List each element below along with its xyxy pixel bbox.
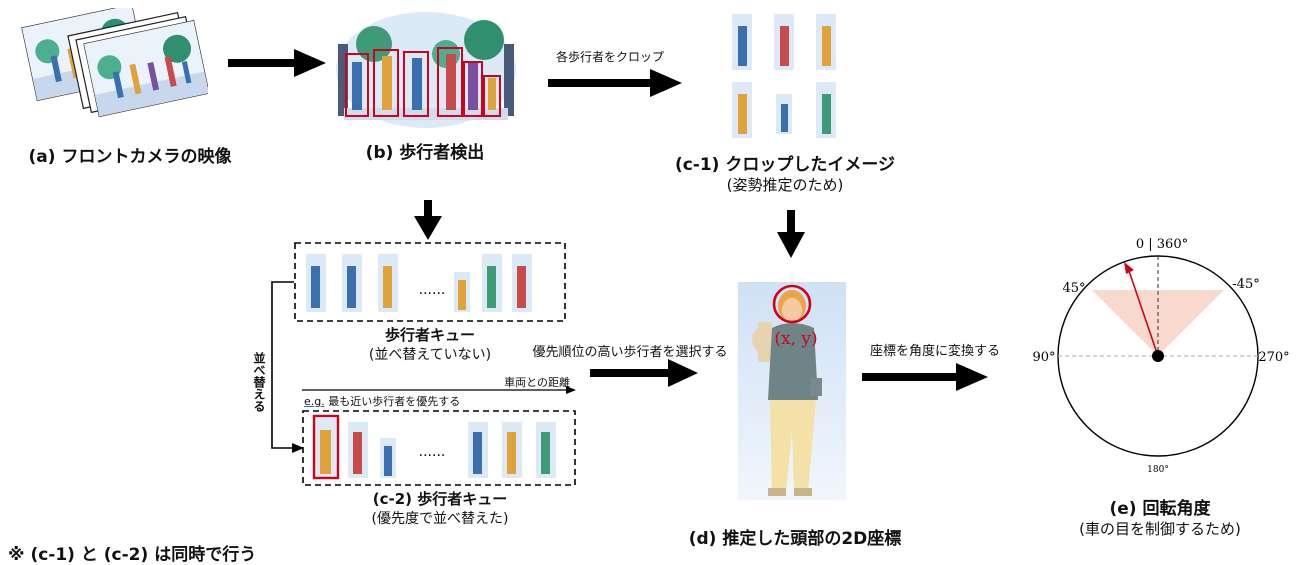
sort-label: 並べ替える	[252, 352, 266, 412]
caption-b: (b) 歩行者検出	[365, 143, 485, 163]
example-prefix: e.g.	[304, 395, 325, 408]
arrow-d-to-e	[862, 363, 988, 391]
distance-label: 車両との距離	[504, 376, 570, 389]
dial-center	[1152, 350, 1164, 362]
pedestrian-figures	[352, 54, 496, 110]
queue1-sub: (並べ替えていない)	[368, 347, 492, 363]
caption-e-title: (e) 回転角度	[1109, 499, 1211, 519]
queue2-sub: (優先度で並べ替えた)	[371, 511, 509, 527]
arrow-a-to-b	[228, 49, 326, 77]
queue-unsorted: ......	[294, 242, 566, 322]
queue2-ellipsis: ......	[419, 444, 446, 460]
caption-c1-title: (c-1) クロップしたイメージ	[674, 155, 896, 175]
head-circle	[772, 284, 812, 324]
footnote: ※ (c-1) と (c-2) は同時で行う	[8, 545, 257, 565]
head-coordinate: (x, y)	[774, 329, 817, 349]
example-rest: 最も近い歩行者を優先する	[324, 395, 461, 408]
detection-boxes	[345, 47, 501, 117]
caption-a: (a) フロントカメラの映像	[28, 147, 232, 167]
select-label: 優先順位の高い歩行者を選択する	[532, 345, 728, 360]
cropped-images	[732, 14, 836, 138]
detection-scene	[336, 12, 516, 128]
dial-90-label: 90°	[1032, 350, 1055, 365]
head-pose-image: (x, y)	[738, 282, 846, 500]
dial-180-label: 180°	[1147, 465, 1169, 475]
distance-arrow	[302, 386, 576, 394]
camera-frames	[21, 8, 208, 118]
queue-sorted: ......	[302, 410, 576, 486]
queue1-ellipsis: ......	[419, 282, 446, 298]
rotation-dial: 0 | 360° 45° -45° 90° 270° 180°	[1032, 237, 1289, 475]
queue2-title: (c-2) 歩行者キュー	[372, 490, 508, 508]
caption-e-sub: (車の目を制御するため)	[1079, 520, 1241, 538]
dial-45-label: 45°	[1062, 281, 1085, 296]
caption-d: (d) 推定した頭部の2D座標	[688, 529, 902, 549]
dial-minus45-label: -45°	[1232, 277, 1259, 292]
arrow-b-to-queue	[414, 200, 442, 240]
dial-270-label: 270°	[1258, 350, 1289, 365]
arrow-queue-to-d	[590, 359, 698, 387]
crop-label: 各歩行者をクロップ	[555, 50, 664, 64]
caption-c1-sub: (姿勢推定のため)	[726, 176, 844, 194]
arrow-b-to-c1	[548, 69, 682, 97]
convert-label: 座標を角度に変換する	[869, 344, 1000, 359]
dial-top-label: 0 | 360°	[1136, 237, 1188, 252]
arrow-c1-to-d	[777, 210, 805, 258]
queue1-title: 歩行者キュー	[384, 326, 475, 344]
sort-bracket	[271, 281, 304, 453]
example-text: e.g. 最も近い歩行者を優先する	[304, 393, 460, 409]
